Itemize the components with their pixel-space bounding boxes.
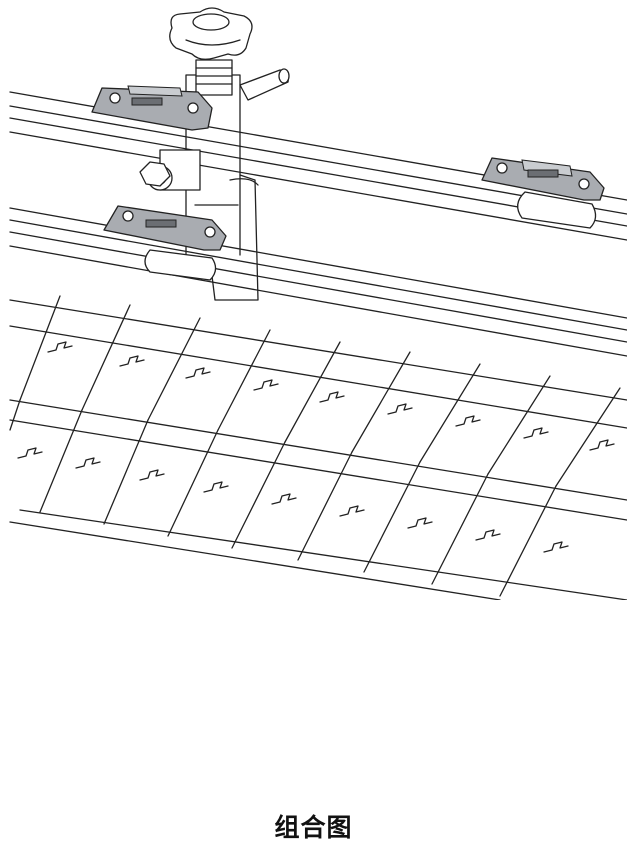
star-knob	[169, 7, 253, 96]
hex-bolt	[139, 161, 171, 187]
side-handle	[239, 68, 290, 101]
clamp-plate-upper-left	[91, 85, 213, 131]
conveyor-chain	[9, 295, 627, 600]
figure-caption: 组合图	[274, 813, 353, 842]
assembly-drawing	[9, 7, 627, 600]
clamp-plate-right	[481, 157, 605, 201]
clamp-plate-lower-left	[103, 205, 227, 251]
lower-guide-rail	[9, 207, 627, 357]
